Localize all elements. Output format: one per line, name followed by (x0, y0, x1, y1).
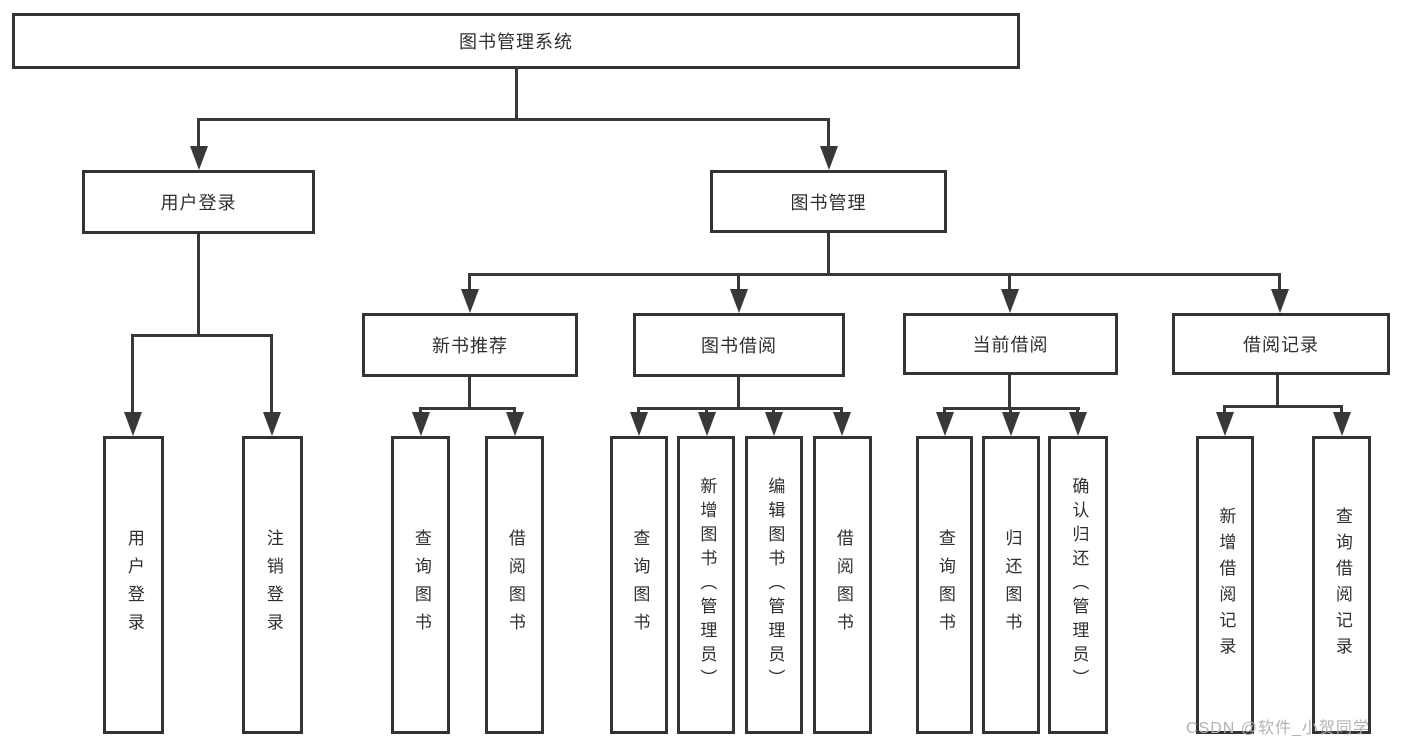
arrow-down-icon (936, 412, 954, 436)
arrow-down-icon (1271, 289, 1289, 313)
node-leaf-user-login: 用户登录 (103, 436, 164, 734)
connector-new-book-rec-stem (468, 377, 471, 407)
connector-new-book-rec-split (419, 407, 516, 410)
node-leaf-cb-confirm-return: 确认归还（管理员） (1048, 436, 1108, 734)
node-book-mgmt-label: 图书管理 (790, 192, 867, 213)
node-book-borrow-label: 图书借阅 (701, 336, 777, 356)
node-current-borrow: 当前借阅 (903, 313, 1118, 375)
node-leaf-logout: 注销登录 (242, 436, 303, 734)
connector-sections-split (468, 273, 1281, 276)
connector-root-split (197, 118, 830, 121)
node-leaf-label: 借阅图书 (833, 529, 853, 641)
arrow-down-icon (765, 412, 783, 436)
node-borrow-record: 借阅记录 (1172, 313, 1390, 375)
node-leaf-br-query-record: 查询借阅记录 (1312, 436, 1371, 734)
node-leaf-bb-edit-book: 编辑图书（管理员） (745, 436, 803, 734)
arrow-down-icon (630, 412, 648, 436)
connector-user-login-shaft (197, 118, 200, 146)
connector-leaf-shaft (419, 407, 422, 412)
node-leaf-bb-query-book: 查询图书 (610, 436, 668, 734)
connector-book-borrow-split (637, 407, 843, 410)
node-leaf-cb-return-book: 归还图书 (982, 436, 1040, 734)
node-leaf-label: 查询图书 (935, 529, 955, 641)
connector-leaf-shaft (943, 407, 946, 412)
connector-user-login-stem (197, 234, 200, 334)
connector-leaf-shaft (1340, 405, 1343, 412)
node-leaf-label: 用户登录 (124, 529, 144, 641)
node-new-book-rec: 新书推荐 (362, 313, 578, 377)
connector-root-stem (515, 69, 518, 118)
arrow-down-icon (506, 412, 524, 436)
node-leaf-rec-borrow-book: 借阅图书 (485, 436, 544, 734)
arrow-down-icon (190, 146, 208, 170)
node-root-label: 图书管理系统 (459, 32, 573, 52)
node-leaf-label: 注销登录 (263, 529, 283, 641)
arrow-down-icon (1333, 412, 1351, 436)
arrow-down-icon (698, 412, 716, 436)
node-leaf-label: 编辑图书（管理员） (765, 477, 785, 693)
node-leaf-label: 借阅图书 (505, 529, 525, 641)
connector-current-borrow-stem (1008, 375, 1011, 407)
connector-book-borrow-stem (737, 377, 740, 407)
arrow-down-icon (1001, 289, 1019, 313)
node-new-book-rec-label: 新书推荐 (432, 336, 508, 356)
arrow-down-icon (461, 289, 479, 313)
connector-section-shaft (737, 273, 740, 289)
connector-user-login-split (131, 334, 273, 337)
node-leaf-cb-query-book: 查询图书 (916, 436, 973, 734)
node-leaf-bb-borrow-book: 借阅图书 (813, 436, 872, 734)
arrow-down-icon (412, 412, 430, 436)
connector-leaf-shaft (1009, 407, 1012, 412)
csdn-watermark: CSDN @软件_小贺同学 (1186, 720, 1370, 737)
node-leaf-bb-add-book: 新增图书（管理员） (677, 436, 735, 734)
connector-leaf-shaft (513, 407, 516, 412)
node-leaf-label: 查询借阅记录 (1332, 507, 1352, 663)
connector-book-mgmt-shaft (827, 118, 830, 146)
node-book-borrow: 图书借阅 (633, 313, 845, 377)
arrow-down-icon (1002, 412, 1020, 436)
node-leaf-label: 查询图书 (411, 529, 431, 641)
connector-section-shaft (1008, 273, 1011, 289)
connector-leaf-shaft (270, 334, 273, 412)
node-root: 图书管理系统 (12, 13, 1020, 69)
connector-borrow-record-split (1223, 405, 1343, 408)
node-book-mgmt: 图书管理 (710, 170, 947, 233)
node-leaf-label: 归还图书 (1002, 529, 1022, 641)
arrow-down-icon (1069, 412, 1087, 436)
node-leaf-rec-query-book: 查询图书 (391, 436, 450, 734)
connector-section-shaft (1278, 273, 1281, 289)
connector-leaf-shaft (637, 407, 640, 412)
arrow-down-icon (124, 412, 142, 436)
connector-leaf-shaft (772, 407, 775, 412)
node-user-login-label: 用户登录 (160, 193, 237, 213)
connector-borrow-record-stem (1276, 375, 1279, 405)
node-borrow-record-label: 借阅记录 (1243, 335, 1319, 355)
arrow-down-icon (730, 289, 748, 313)
node-leaf-label: 新增借阅记录 (1216, 507, 1236, 663)
connector-leaf-shaft (840, 407, 843, 412)
connector-leaf-shaft (705, 407, 708, 412)
node-user-login: 用户登录 (82, 170, 315, 234)
connector-leaf-shaft (1223, 405, 1226, 412)
connector-leaf-shaft (131, 334, 134, 412)
arrow-down-icon (1216, 412, 1234, 436)
arrow-down-icon (833, 412, 851, 436)
node-leaf-label: 新增图书（管理员） (697, 477, 717, 693)
connector-leaf-shaft (1076, 407, 1079, 412)
arrow-down-icon (820, 146, 838, 170)
connector-section-shaft (468, 273, 471, 289)
node-current-borrow-label: 当前借阅 (972, 335, 1049, 355)
arrow-down-icon (263, 412, 281, 436)
node-leaf-br-add-record: 新增借阅记录 (1196, 436, 1254, 734)
node-leaf-label: 查询图书 (630, 529, 650, 641)
connector-book-mgmt-stem (827, 233, 830, 273)
node-leaf-label: 确认归还（管理员） (1069, 477, 1089, 693)
